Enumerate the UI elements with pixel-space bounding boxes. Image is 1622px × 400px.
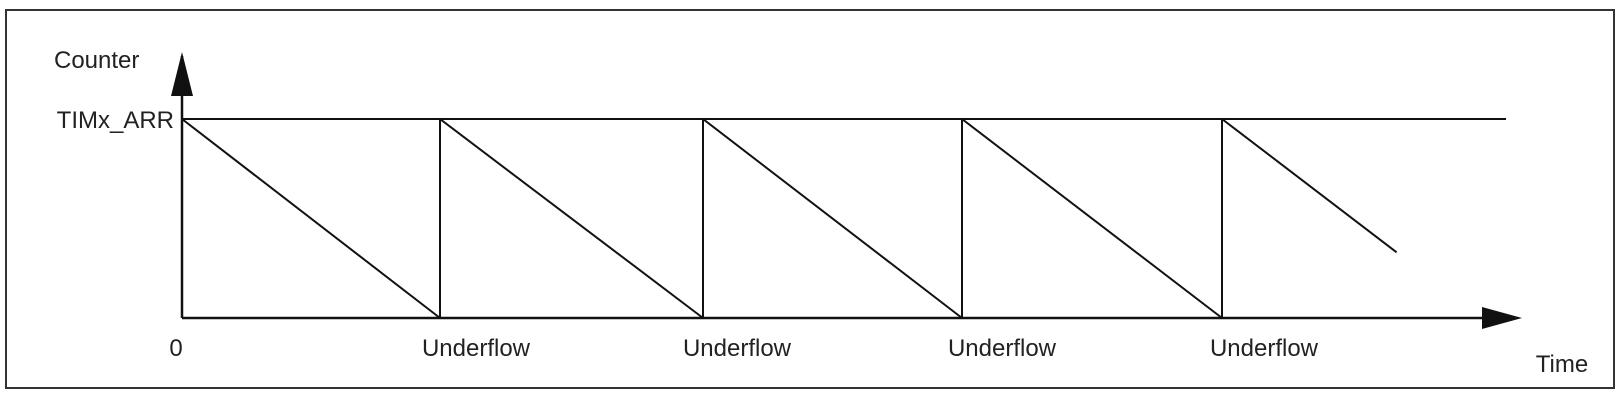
- origin-label: 0: [169, 335, 182, 362]
- underflow-label-1: Underflow: [422, 335, 531, 362]
- down-ramp-4: [961, 118, 1223, 319]
- underflow-label-4: Underflow: [1210, 335, 1319, 362]
- down-ramp-2: [439, 118, 704, 319]
- down-ramp-1: [181, 118, 441, 319]
- arr-level-label: TIMx_ARR: [57, 107, 174, 134]
- underflow-label-3: Underflow: [948, 335, 1057, 362]
- underflow-labels: Underflow Underflow Underflow Underflow: [422, 335, 1319, 362]
- y-axis-arrowhead: [171, 52, 193, 96]
- x-axis-label: Time: [1536, 351, 1588, 378]
- y-axis-label: Counter: [54, 47, 139, 74]
- x-axis-arrowhead: [1482, 307, 1522, 329]
- down-ramp-3: [702, 118, 963, 319]
- counter-waveform: [181, 118, 1398, 319]
- underflow-label-2: Underflow: [683, 335, 792, 362]
- figure-frame: [5, 9, 1615, 389]
- down-ramp-partial: [1221, 118, 1398, 254]
